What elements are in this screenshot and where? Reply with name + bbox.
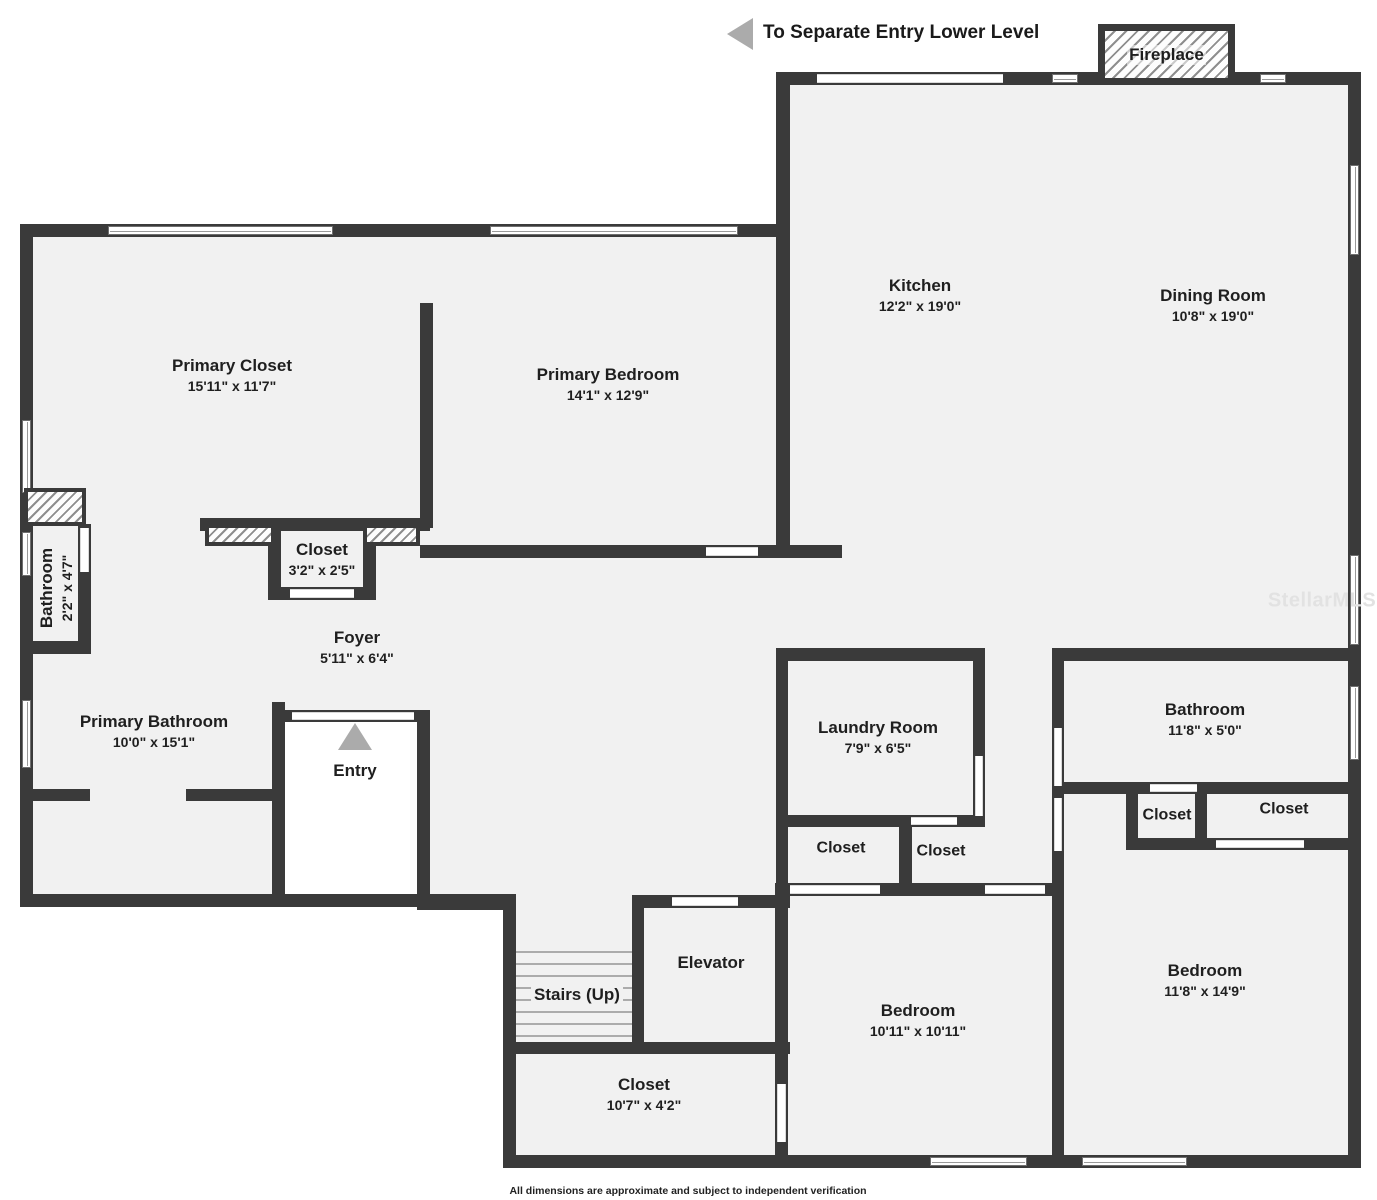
window [1350,555,1359,645]
room-label-bedroom2: Bedroom 11'8" x 14'9" [1164,960,1246,999]
room-label-foyer: Foyer 5'11" x 6'4" [320,627,394,666]
door-entry [292,712,414,720]
door-bedroom1 [985,885,1045,894]
entry-direction-icon [338,723,372,750]
hatched-wall [363,524,420,546]
disclaimer: All dimensions are approximate and subje… [509,1185,867,1197]
watermark: StellarMLS [1267,589,1377,612]
arrow-left-icon [727,18,753,50]
wall-left-section-bottom [20,894,516,907]
separate-entry-label: To Separate Entry Lower Level [763,22,1040,43]
room-label-primary-bathroom: Primary Bathroom 10'0" x 15'1" [79,711,229,750]
wall-primary-divider [420,303,433,528]
wall-primary-bedroom-bottom [420,545,842,558]
wall-stairs-left [503,894,516,1168]
floor-area [510,896,1355,1162]
wall-entry-right [417,710,430,910]
wall-elevator-left [632,895,644,1054]
window [22,532,31,576]
entry-label: Entry [333,760,377,780]
room-label-laundry-closet-right: Closet [916,842,966,860]
window [1260,74,1286,83]
wall-mid-divider [1052,648,1064,1163]
wall-bathroom2-bottom [1052,782,1361,794]
fireplace: Fireplace [1098,24,1235,85]
window [22,420,31,493]
hatched-wall [205,524,275,546]
wall-primary-bath-inner-a [20,789,90,801]
wall-laundry-closet-divider [899,815,912,896]
door-lower-closet [777,1084,786,1142]
room-label-foyer-closet: Closet 3'2" x 2'5" [288,539,356,578]
hatched-wall [24,488,86,526]
wall-hall-bottom [417,897,516,910]
door-primary-bedroom [706,547,758,556]
door-bedroom2-vestibule [1054,798,1062,851]
window [1052,74,1078,83]
room-label-elevator: Elevator [677,952,745,972]
door-elevator [672,897,738,906]
door-hall-bathroom [80,528,89,572]
room-label-primary-closet: Primary Closet 15'11" x 11'7" [172,355,292,394]
room-label-bath-closet-left: Closet [1142,806,1192,824]
wall-bathroom2-top [1052,648,1361,661]
window [22,700,31,768]
room-label-kitchen: Kitchen 12'2" x 19'0" [878,275,962,314]
window [1350,686,1359,760]
wall-primary-bath-inner-b [186,789,278,801]
window [1350,165,1359,255]
opening-separate-entry [817,74,1003,83]
room-label-bathroom2: Bathroom 11'8" x 5'0" [1164,699,1246,738]
window [108,226,333,235]
wall-hall-bath-bottom [20,641,91,654]
room-label-laundry-closet-left: Closet [816,839,866,857]
wall-bath-closet-mid [1195,794,1207,850]
room-label-hall-bathroom: Bathroom 2'2" x 4'7" [36,547,75,629]
wall-entry-left [272,702,285,907]
room-label-bath-closet-right: Closet [1259,800,1309,818]
room-label-primary-bedroom: Primary Bedroom 14'1" x 12'9" [536,364,680,403]
wall-bath-closet-left [1126,794,1138,850]
wall-kitchen-left [776,72,790,558]
door-foyer-closet [290,589,354,598]
door-bath-closet-right [1216,840,1304,848]
wall-laundry-top [776,648,985,661]
window [1082,1157,1187,1166]
room-label-dining: Dining Room 10'8" x 19'0" [1160,285,1266,324]
window [930,1157,1027,1166]
room-label-bedroom1: Bedroom 10'11" x 10'11" [869,1000,967,1039]
door-bath-closet [1150,784,1197,792]
floor-area [430,558,1055,903]
door-laundry-closet [911,817,957,825]
room-label-laundry: Laundry Room 7'9" x 6'5" [818,717,938,756]
wall-lower-closet-top [503,1042,790,1054]
fireplace-label: Fireplace [1127,44,1206,65]
wall-laundry-left [776,648,788,896]
door-laundry [975,756,983,816]
door-bathroom2 [1054,728,1062,786]
room-label-lower-closet: Closet 10'7" x 4'2" [606,1074,682,1113]
window [490,226,738,235]
floor-area [1055,655,1355,900]
stairs-label: Stairs (Up) [531,985,623,1005]
door-closet-a [790,885,880,894]
